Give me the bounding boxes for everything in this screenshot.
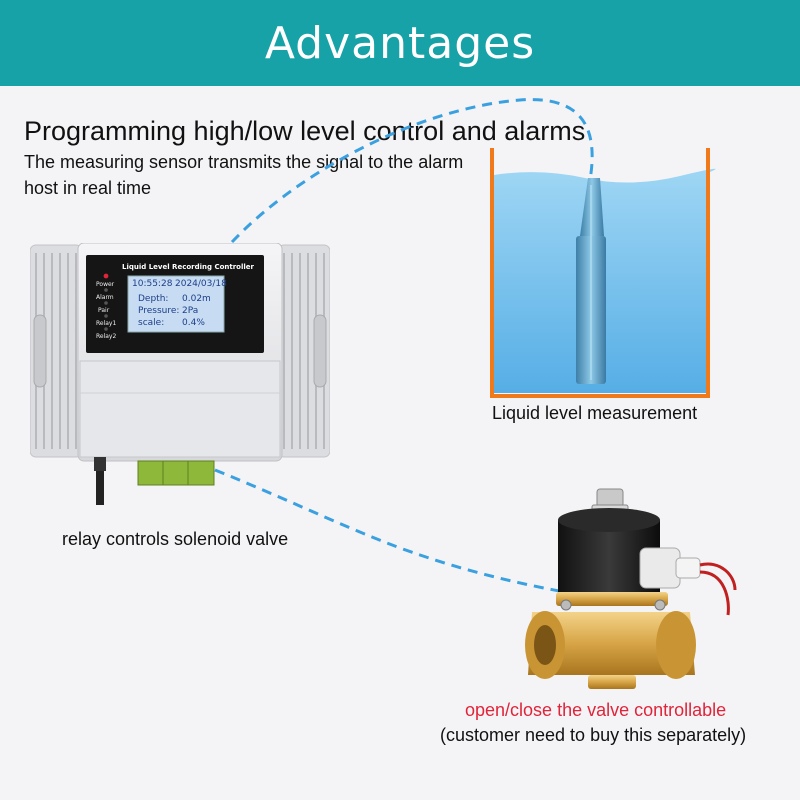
tank-caption: Liquid level measurement — [492, 403, 698, 423]
indicator-relay1: Relay1 — [96, 320, 117, 327]
screen-time: 10:55:28 — [132, 279, 173, 289]
screen-depth-label: Depth: — [138, 294, 169, 304]
valve-caption-red: open/close the valve controllable — [465, 700, 727, 720]
controller-title: Liquid Level Recording Controller — [122, 263, 254, 271]
valve-caption-note: (customer need to buy this separately) — [440, 725, 747, 745]
screen-scale-value: 0.4% — [182, 318, 205, 328]
advantages-banner: Advantages — [0, 0, 800, 86]
indicator-alarm: Alarm — [96, 294, 114, 301]
screen-date: 2024/03/18 — [175, 279, 227, 289]
screen-scale-label: scale: — [138, 318, 165, 328]
relay-caption: relay controls solenoid valve — [62, 529, 289, 549]
indicator-relay2: Relay2 — [96, 333, 117, 340]
screen-pressure-value: 2Pa — [182, 306, 199, 316]
tank-wall-right — [706, 148, 710, 398]
screen-pressure-label: Pressure: — [138, 306, 180, 316]
indicator-power: Power — [96, 281, 115, 288]
tank-floor — [490, 394, 710, 398]
subline: The measuring sensor transmits the signa… — [24, 152, 464, 198]
indicator-pair: Pair — [98, 307, 110, 314]
headline: Programming high/low level control and a… — [24, 116, 586, 146]
controller-body-graphic — [29, 242, 331, 505]
tank — [490, 148, 716, 398]
level-probe — [576, 178, 606, 384]
tank-water — [494, 168, 716, 393]
screen-depth-value: 0.02m — [182, 294, 211, 304]
banner-title: Advantages — [264, 17, 536, 69]
controller-device: Liquid Level Recording Controller Power … — [29, 242, 331, 505]
